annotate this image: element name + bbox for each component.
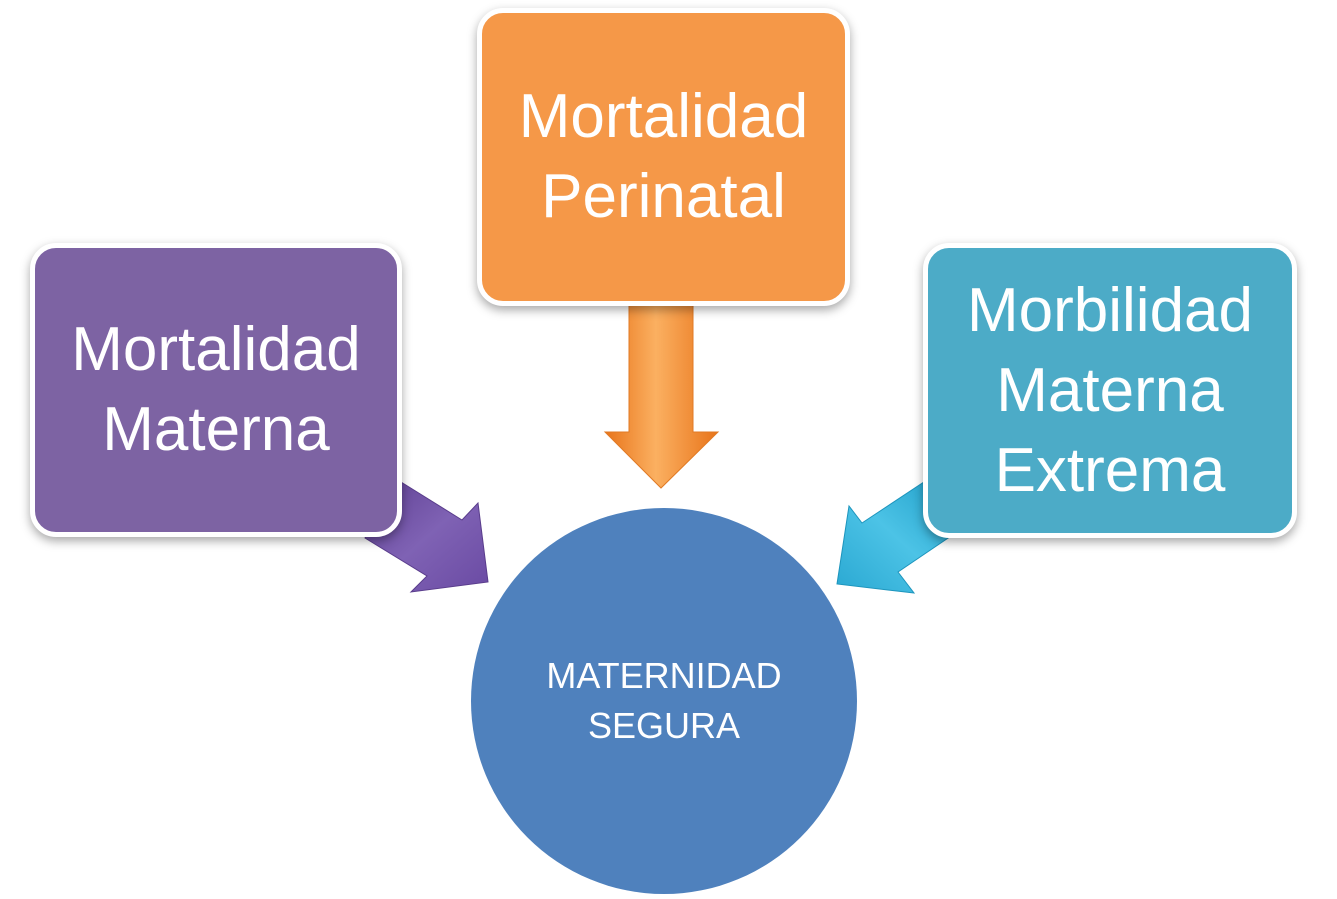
center-circle-maternidad-segura: MATERNIDAD SEGURA [471,508,857,894]
box-label-line: Materna [996,355,1224,425]
box-label-line: Morbilidad [966,275,1254,345]
box-label-line: Perinatal [541,162,786,231]
box-label-line: Materna [102,395,330,464]
center-label-line: MATERNIDAD [546,655,782,696]
box-label-line: Mortalidad [518,82,809,151]
center-label-line: SEGURA [587,705,741,746]
box-mortalidad-materna: Mortalidad Materna [30,243,402,537]
box-mortalidad-perinatal: Mortalidad Perinatal [477,8,850,306]
box-label-line: Extrema [994,435,1226,505]
box-label-line: Mortalidad [71,315,361,384]
box-morbilidad-materna-extrema: Morbilidad Materna Extrema [923,243,1297,538]
arrow-perinatal [603,299,720,489]
